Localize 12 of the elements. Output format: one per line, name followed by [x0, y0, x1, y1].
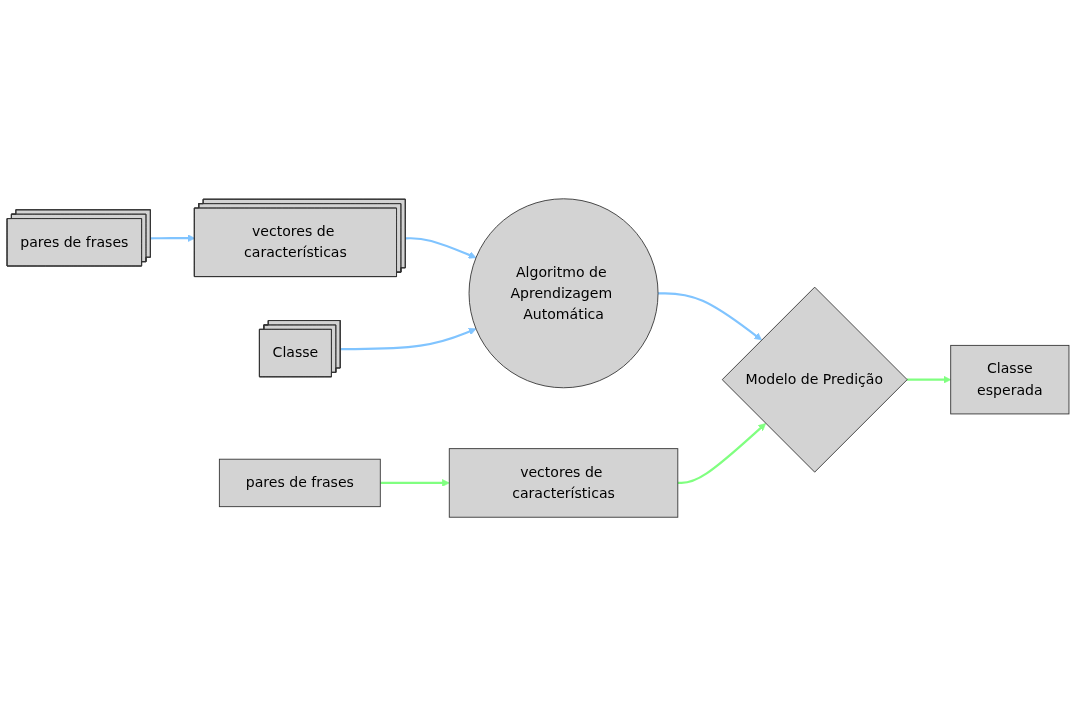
- node-box: vectores de características: [448, 448, 679, 518]
- node-box: pares de frases: [218, 458, 381, 508]
- arrow: [405, 237, 477, 259]
- arrow: [658, 292, 762, 341]
- arrow: [380, 479, 450, 487]
- arrow: [677, 423, 766, 485]
- arrow: [906, 375, 952, 384]
- node-diamond: Modelo de Predição: [721, 286, 908, 473]
- node-circle: Algoritmo de Aprendizagem Automática: [468, 198, 659, 389]
- arrow: [150, 234, 196, 243]
- node-box: Classe esperada: [950, 344, 1070, 415]
- arrow: [340, 327, 477, 351]
